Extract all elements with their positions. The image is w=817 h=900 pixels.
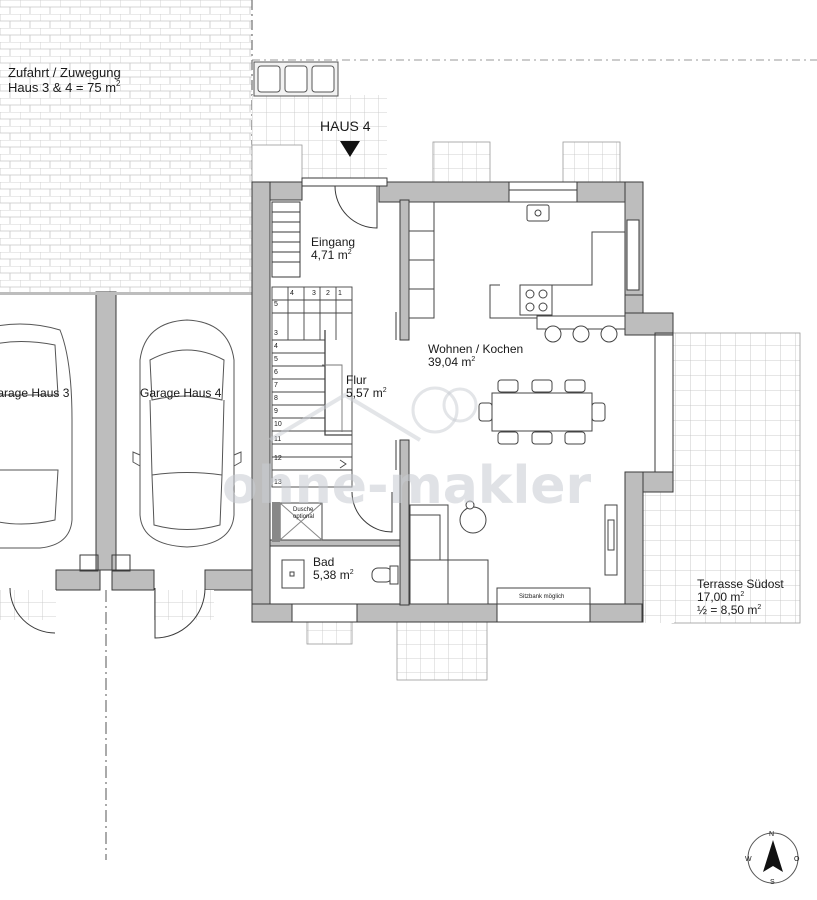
garage4-label: Garage Haus 4 <box>140 386 222 400</box>
svg-text:39,04 m2: 39,04 m2 <box>428 355 475 369</box>
bad-name: Bad <box>313 555 334 569</box>
bad-area: 5,38 m <box>313 568 350 582</box>
stair-step-10: 10 <box>274 421 282 428</box>
kitchen <box>408 201 626 343</box>
stair-step-4: 4 <box>290 290 294 297</box>
north-arrow-icon <box>763 840 783 872</box>
watermark-text: ohne-makler <box>222 456 592 516</box>
room-labels: Zufahrt / Zuwegung Haus 3 & 4 = 75 m2 HA… <box>0 65 784 617</box>
car-garage-3 <box>0 323 73 549</box>
stair-step-5: 5 <box>274 301 278 308</box>
driveway-label-line1: Zufahrt / Zuwegung <box>8 65 121 80</box>
flur-name: Flur <box>346 373 367 387</box>
stair-step-7: 7 <box>274 382 278 389</box>
terrasse-half: ½ = 8,50 m <box>697 603 757 617</box>
windows <box>271 177 674 623</box>
driveway-paving <box>0 0 817 292</box>
stair-step-6: 6 <box>274 369 278 376</box>
dining-table <box>478 379 606 445</box>
flur-area: 5,57 m <box>346 386 383 400</box>
terrasse-area: 17,00 m <box>697 590 740 604</box>
compass-west: W <box>745 856 752 863</box>
stair-step-9: 9 <box>274 408 278 415</box>
eingang-area: 4,71 m <box>311 248 348 262</box>
stair-step-3: 3 <box>312 290 316 297</box>
garage3-label: Garage Haus 3 <box>0 386 70 400</box>
terrasse-unit-sup: 2 <box>740 591 744 598</box>
waste-bins <box>253 61 339 97</box>
dusche-line2: optional <box>293 514 314 520</box>
driveway-label-line2: Haus 3 & 4 = 75 m <box>8 80 116 95</box>
wohnen-unit-sup: 2 <box>471 356 475 363</box>
terrace-paving <box>640 332 801 624</box>
compass-north: N <box>769 831 774 838</box>
stair-step-3b: 3 <box>274 330 278 337</box>
entry-arrow-icon <box>340 141 360 157</box>
bad-unit-sup: 2 <box>350 569 354 576</box>
compass-east: O <box>794 856 800 863</box>
compass-south: S <box>770 879 775 886</box>
svg-text:4,71 m2: 4,71 m2 <box>311 248 352 262</box>
terrasse-name: Terrasse Südost <box>697 577 784 591</box>
terrasse-half-sup: 2 <box>757 604 761 611</box>
stair-step-2: 2 <box>326 290 330 297</box>
dusche-line1: Dusche <box>293 507 314 513</box>
svg-text:½ = 8,50 m2: ½ = 8,50 m2 <box>697 603 761 617</box>
stair-step-4b: 4 <box>274 343 278 350</box>
compass: N O S W <box>745 831 800 886</box>
wohnen-area: 39,04 m <box>428 355 471 369</box>
stair-step-12: 12 <box>274 455 282 462</box>
stair-step-1: 1 <box>338 290 342 297</box>
eingang-name: Eingang <box>311 235 355 249</box>
light-wells <box>306 141 621 681</box>
wohnen-name: Wohnen / Kochen <box>428 342 523 356</box>
bathroom-fixtures <box>272 502 399 589</box>
driveway-unit-sup: 2 <box>116 79 121 88</box>
stair-step-8: 8 <box>274 395 278 402</box>
stair-step-13: 13 <box>274 479 282 486</box>
doors <box>334 185 397 533</box>
stair-step-5b: 5 <box>274 356 278 363</box>
staircase <box>271 286 353 488</box>
svg-text:17,00 m2: 17,00 m2 <box>697 590 744 604</box>
svg-text:5,57 m2: 5,57 m2 <box>346 386 387 400</box>
svg-text:Haus 3 & 4 = 75 m2: Haus 3 & 4 = 75 m2 <box>8 79 121 95</box>
svg-text:5,38 m2: 5,38 m2 <box>313 568 354 582</box>
haus4-label: HAUS 4 <box>320 118 371 134</box>
stair-step-numbers: 1 2 3 4 5 3 4 5 6 7 8 9 10 11 12 13 <box>274 290 342 486</box>
sitzbank-label: Sitzbank möglich <box>519 594 564 600</box>
stair-step-11: 11 <box>274 436 281 443</box>
garages <box>0 291 254 860</box>
living-furniture <box>409 500 618 605</box>
house-walls <box>251 181 674 623</box>
car-garage-4 <box>132 319 242 548</box>
watermark: ohne-makler <box>222 386 592 516</box>
eingang-unit-sup: 2 <box>348 249 352 256</box>
flur-unit-sup: 2 <box>383 387 387 394</box>
